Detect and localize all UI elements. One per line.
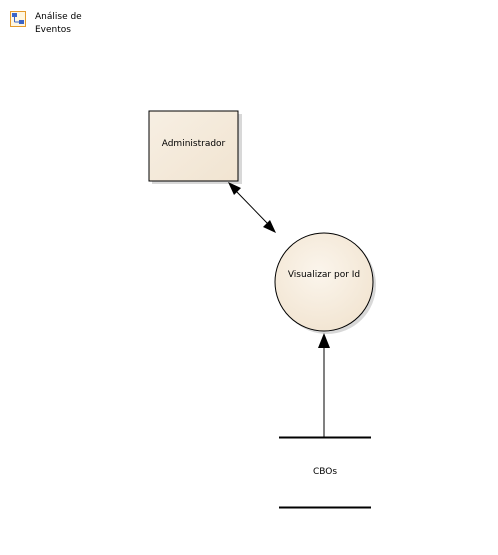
data-store-cbos[interactable] (279, 436, 371, 509)
flow-cbos-to-process[interactable] (318, 333, 330, 437)
flow-administrador-process[interactable] (228, 182, 276, 233)
external-entity-administrador[interactable] (148, 110, 239, 182)
arrowhead-to-process (263, 220, 276, 233)
diagram-link-label: Análise de Eventos (35, 12, 82, 35)
arrowhead-to-entity (228, 182, 241, 195)
diagram-link[interactable]: Análise de Eventos (10, 11, 105, 37)
process-visualizar-por-id[interactable] (274, 232, 374, 332)
diagram-link-icon (10, 11, 26, 27)
arrowhead-to-process-from-store (318, 333, 330, 348)
